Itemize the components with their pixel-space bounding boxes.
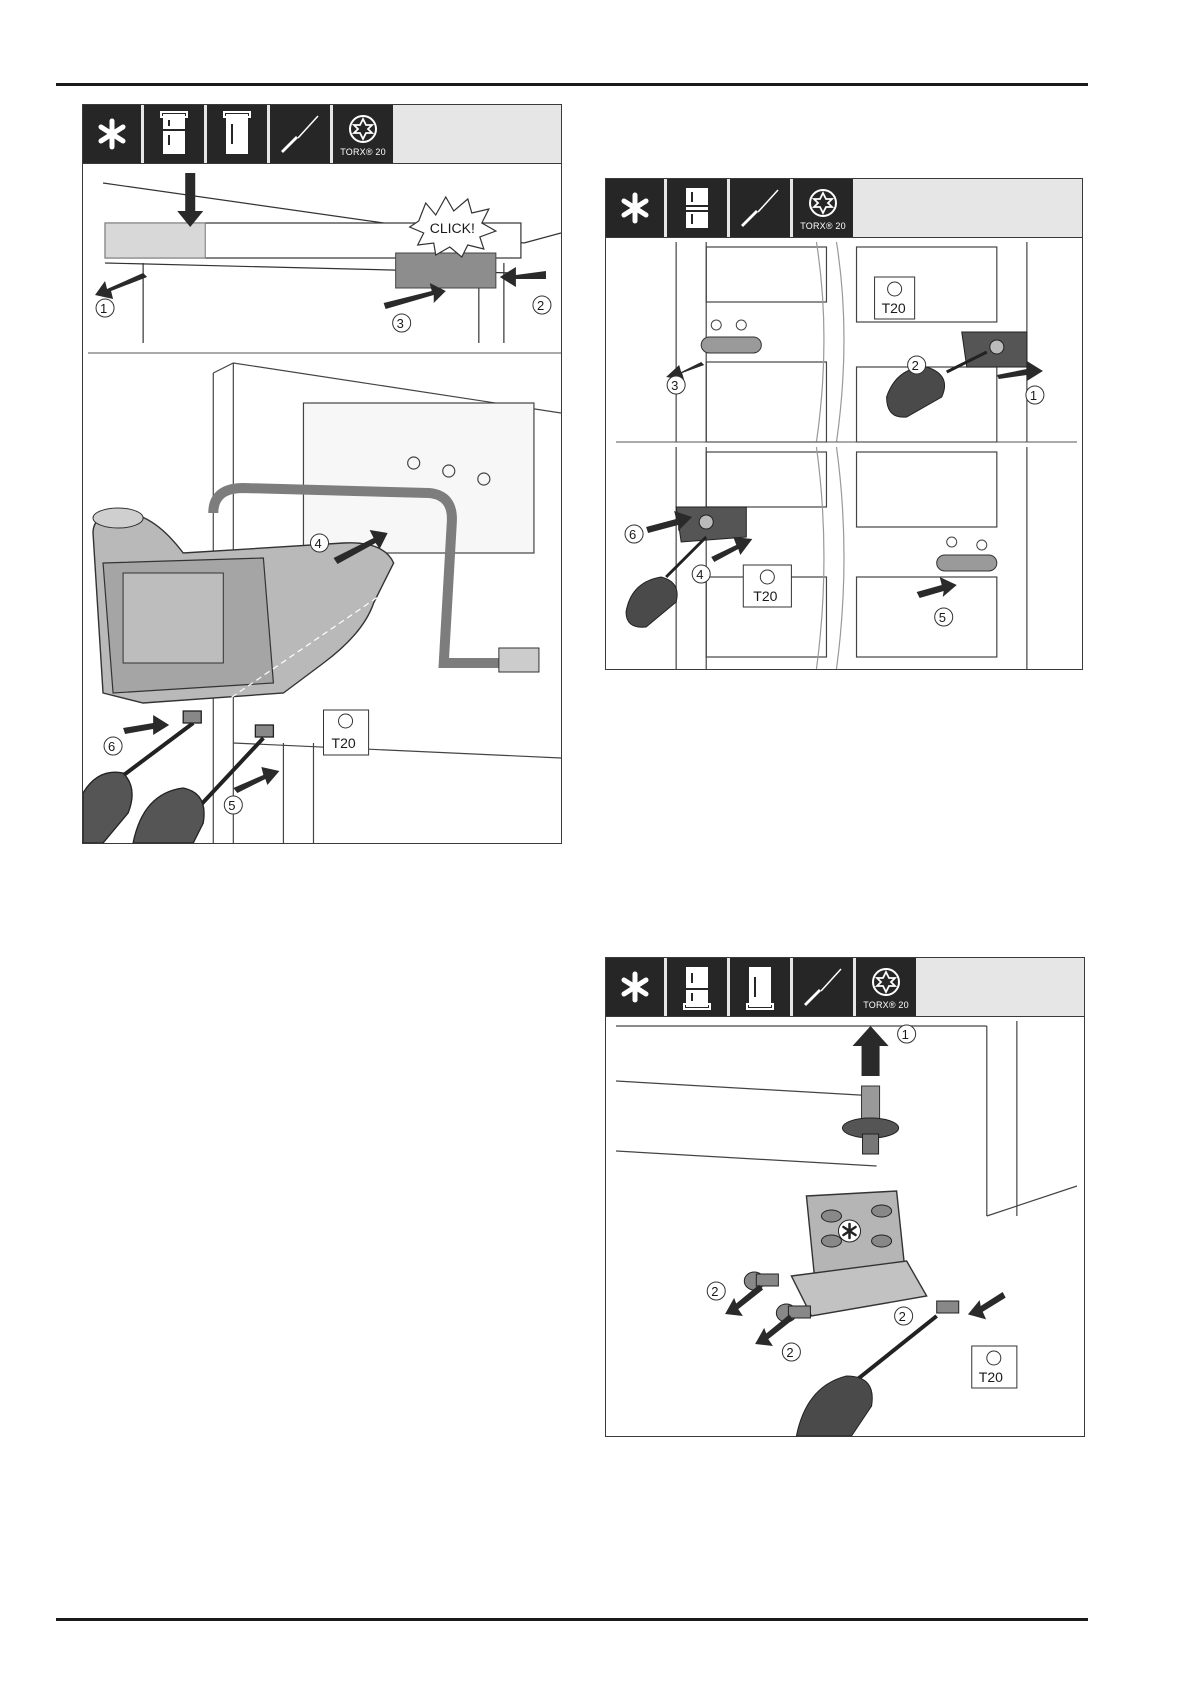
svg-text:T20: T20 [979, 1369, 1003, 1385]
figure-1-panel: TORX® 20 [82, 104, 562, 844]
callout-1: 1 [897, 1024, 917, 1044]
torx-label: TORX® 20 [340, 147, 386, 157]
figure-2-illustration: T20 1 2 3 T20 4 5 6 [606, 237, 1082, 669]
callout-2: 2 [532, 295, 552, 315]
figure-1-toolbar: TORX® 20 [83, 105, 561, 164]
svg-text:1: 1 [1030, 388, 1037, 403]
callout-1: 1 [95, 298, 115, 318]
callout-4: 4 [691, 564, 711, 584]
t20-badge: T20 [742, 564, 792, 608]
star-icon [83, 105, 141, 163]
callout-4: 4 [309, 533, 330, 553]
screwdriver-icon [730, 179, 790, 237]
svg-text:1: 1 [902, 1027, 909, 1042]
svg-text:3: 3 [671, 378, 678, 393]
callout-3: 3 [392, 313, 412, 333]
fridge-middle-hinge-icon [667, 179, 727, 237]
star-icon [606, 179, 664, 237]
svg-text:5: 5 [228, 798, 235, 813]
svg-text:6: 6 [629, 527, 636, 542]
star-marker-icon [842, 1222, 857, 1240]
callout-1: 1 [1025, 385, 1045, 405]
figure-3-toolbar: TORX® 20 [606, 958, 1084, 1017]
callout-6: 6 [103, 736, 123, 756]
svg-text:4: 4 [696, 567, 703, 582]
torx-icon: TORX® 20 [333, 105, 393, 163]
t20-badge: T20 [971, 1345, 1018, 1389]
torx-label: TORX® 20 [863, 1000, 909, 1010]
screwdriver-icon [793, 958, 853, 1016]
star-icon [606, 958, 664, 1016]
t20-badge: T20 [323, 709, 370, 756]
callout-2a: 2 [706, 1281, 726, 1301]
footer-rule [56, 1618, 1088, 1621]
figure-3-panel: TORX® 20 1 [605, 957, 1085, 1437]
click-label: CLICK! [430, 220, 475, 236]
t20-badge: T20 [874, 276, 916, 320]
torx-icon: TORX® 20 [856, 958, 916, 1016]
callout-5: 5 [934, 607, 954, 627]
callout-2: 2 [907, 355, 927, 375]
svg-text:2: 2 [912, 358, 919, 373]
callout-3: 3 [666, 375, 686, 395]
figure-3-illustration: 1 2 2 2 [606, 1016, 1084, 1436]
toolbar-spacer [919, 958, 1084, 1016]
toolbar-spacer [856, 179, 1082, 237]
figure-2-toolbar: TORX® 20 [606, 179, 1082, 238]
svg-text:T20: T20 [882, 300, 906, 316]
svg-text:2: 2 [786, 1345, 793, 1360]
svg-text:3: 3 [397, 316, 404, 331]
fridge-top-hinge-icon [144, 105, 204, 163]
header-rule [56, 83, 1088, 86]
svg-text:2: 2 [711, 1284, 718, 1299]
figure-1-illustration: CLICK! 1 2 3 [83, 163, 561, 843]
callout-2b: 2 [781, 1342, 801, 1362]
toolbar-spacer [396, 105, 561, 163]
svg-text:T20: T20 [753, 588, 777, 604]
fridge-door-icon [207, 105, 267, 163]
svg-text:5: 5 [939, 610, 946, 625]
callout-5: 5 [223, 795, 243, 815]
figure-2-panel: TORX® 20 [605, 178, 1083, 670]
fridge-door-bottom-icon [730, 958, 790, 1016]
torx-label: TORX® 20 [800, 221, 846, 231]
svg-text:1: 1 [100, 301, 107, 316]
svg-text:4: 4 [314, 536, 321, 551]
svg-text:6: 6 [108, 739, 115, 754]
torx-icon: TORX® 20 [793, 179, 853, 237]
svg-text:2: 2 [537, 298, 544, 313]
svg-text:T20: T20 [332, 735, 356, 751]
screwdriver-icon [270, 105, 330, 163]
fridge-bottom-hinge-icon [667, 958, 727, 1016]
callout-6: 6 [624, 524, 644, 544]
svg-text:2: 2 [899, 1309, 906, 1324]
callout-2c: 2 [894, 1306, 914, 1326]
